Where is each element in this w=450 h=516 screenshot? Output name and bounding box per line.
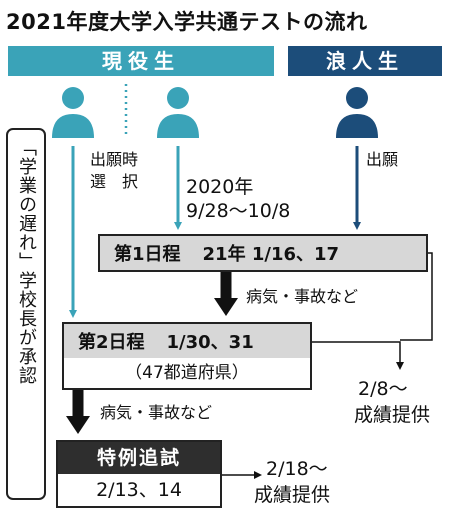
ronin-banner: 浪人生 <box>288 46 442 76</box>
day2-venue: （47都道府県） <box>125 363 249 383</box>
date-range: 9/28〜10/8 <box>186 200 291 222</box>
day2-header: 第2日程 1/30、31 <box>64 324 310 358</box>
result2-date: 2/18〜 <box>266 458 328 480</box>
day1-date: 21年 1/16、17 <box>202 244 340 265</box>
result1-label: 成績提供 <box>354 404 431 426</box>
day1-box: 第1日程 21年 1/16、17 <box>98 234 428 272</box>
tokurei-date: 2/13、14 <box>96 479 182 501</box>
result2-label: 成績提供 <box>254 484 331 506</box>
person-icon <box>52 87 94 138</box>
side-note-text: 「学業の遅れ」学校長が承認 <box>16 138 37 385</box>
tokurei-box: 特例追試 2/13、14 <box>56 440 222 508</box>
day2-result-line <box>310 341 404 370</box>
illness-label-1: 病気・事故など <box>246 287 359 306</box>
day2-label: 第2日程 <box>78 332 145 353</box>
date-label: 2020年 <box>186 176 254 198</box>
illness-label-2: 病気・事故など <box>100 403 213 422</box>
result1-date: 2/8〜 <box>358 378 408 400</box>
thick-arrow-day1-day2-head <box>214 298 238 316</box>
day1-label: 第1日程 <box>114 244 181 265</box>
day1-header: 第1日程 21年 1/16、17 <box>100 236 426 270</box>
day2-date: 1/30、31 <box>166 332 254 353</box>
person-icon <box>157 87 199 138</box>
day2-box: 第2日程 1/30、31 （47都道府県） <box>62 322 312 390</box>
thick-arrow-day2-tokurei-head <box>66 416 90 434</box>
person-icon <box>336 87 378 138</box>
sentaku-note: 選 択 <box>90 172 139 191</box>
genekisei-banner: 現役生 <box>8 46 274 76</box>
day1-result-line <box>400 252 433 341</box>
side-note: 「学業の遅れ」学校長が承認 <box>6 128 46 500</box>
page-title: 2021年度大学入学共通テストの流れ <box>6 10 368 34</box>
shutsugan-ji-note: 出願時 <box>90 150 139 169</box>
ronin-shutsugan-note: 出願 <box>366 150 399 169</box>
tokurei-label: 特例追試 <box>58 442 220 474</box>
